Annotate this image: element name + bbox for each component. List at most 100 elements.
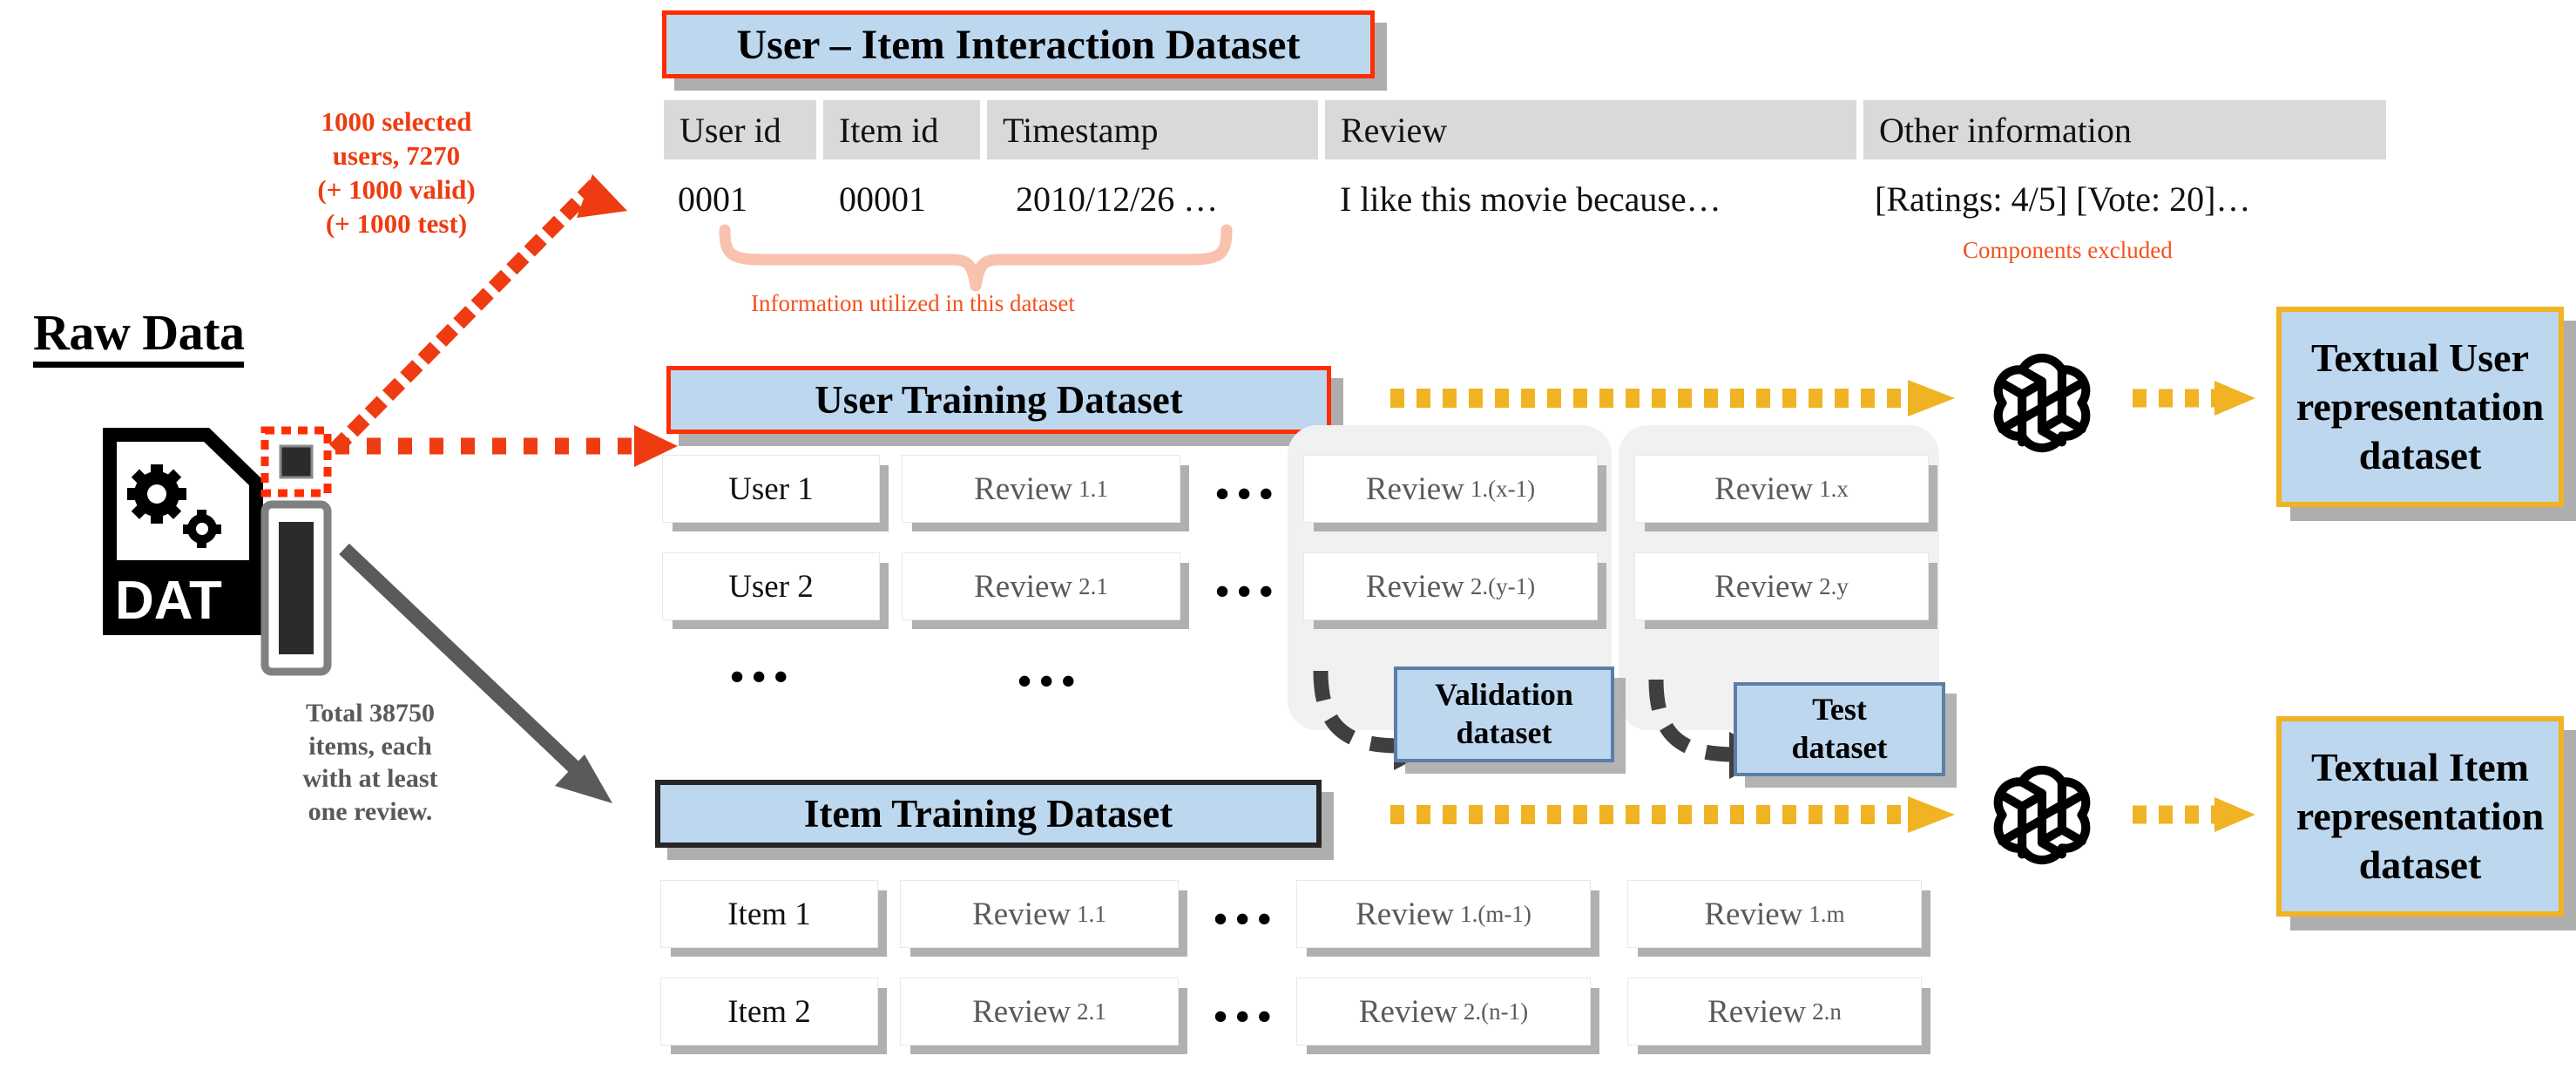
- review-index: 2.n: [1812, 998, 1842, 1025]
- review-label: Review: [1365, 470, 1464, 507]
- review-label: Review: [974, 568, 1073, 605]
- validation-line: dataset: [1456, 715, 1552, 750]
- data-bar-icon: [260, 500, 332, 680]
- output-line: representation: [2295, 793, 2545, 838]
- list-item: Review 2.(n-1): [1296, 978, 1591, 1046]
- list-item: Review 1.1: [900, 880, 1179, 948]
- review-label: Review: [1356, 896, 1455, 932]
- svg-text:DAT: DAT: [115, 571, 222, 631]
- output-line: Textual User: [2310, 335, 2529, 380]
- list-item: Review 1.1: [902, 455, 1180, 523]
- ellipsis: •••: [1215, 471, 1281, 516]
- annotation-line: (+ 1000 valid): [317, 174, 476, 206]
- textual-item-representation-box: Textual Item representation dataset: [2276, 716, 2564, 917]
- interaction-dataset-title-banner: User – Item Interaction Dataset: [662, 10, 1375, 78]
- annotation-line: Total 38750: [305, 699, 436, 727]
- review-index: 2.1: [1077, 998, 1106, 1025]
- test-line: Test: [1812, 692, 1867, 727]
- test-dataset-box: Test dataset: [1734, 682, 1945, 776]
- annotation-line: (+ 1000 test): [325, 208, 468, 240]
- annotation-line: 1000 selected: [321, 106, 472, 137]
- review-label: Review: [1707, 993, 1807, 1030]
- column-header-label: Other information: [1879, 110, 2132, 150]
- review-label: Review: [972, 896, 1072, 932]
- annotation-line: items, each: [308, 731, 432, 761]
- table-header-other-information: Other information: [1863, 100, 2386, 159]
- table-header-item-id: Item id: [823, 100, 980, 159]
- column-header-label: User id: [679, 110, 781, 150]
- ellipsis: •••: [1214, 897, 1280, 941]
- ellipsis: •••: [1215, 569, 1281, 613]
- list-item: Review 2.n: [1627, 978, 1922, 1046]
- review-index: 1.1: [1077, 900, 1106, 927]
- review-label: Review: [1714, 568, 1814, 605]
- cell-user-id: 0001: [678, 179, 747, 219]
- openai-logo-icon: [1978, 342, 2106, 475]
- validation-dataset-box: Validation dataset: [1394, 667, 1614, 762]
- user-training-dataset-title-banner: User Training Dataset: [666, 366, 1331, 434]
- red-dotted-arrows: [287, 131, 679, 484]
- review-index: 1.x: [1819, 475, 1849, 502]
- list-item: Item 2: [660, 978, 878, 1046]
- review-index: 1.(m-1): [1460, 900, 1531, 927]
- annotation-line: with at least: [302, 764, 438, 793]
- cell-review: I like this movie because…: [1340, 179, 1721, 219]
- gray-arrow: [335, 540, 623, 832]
- user-training-dataset-title: User Training Dataset: [815, 378, 1183, 422]
- list-item: User 1: [662, 455, 880, 523]
- column-header-label: Timestamp: [1003, 110, 1159, 150]
- annotation-line: one review.: [308, 796, 433, 826]
- cell-timestamp: 2010/12/26 …: [1016, 179, 1219, 219]
- list-item: Item 1: [660, 880, 878, 948]
- review-label: Review: [1704, 896, 1803, 932]
- review-index: 2.1: [1078, 572, 1108, 599]
- output-line: dataset: [2358, 433, 2482, 478]
- review-label: Review: [974, 470, 1073, 507]
- openai-logo-icon: [1978, 754, 2106, 887]
- output-line: dataset: [2358, 843, 2482, 888]
- interaction-dataset-title: User – Item Interaction Dataset: [736, 21, 1301, 68]
- review-index: 1.1: [1078, 475, 1108, 502]
- table-header-timestamp: Timestamp: [987, 100, 1318, 159]
- entity-label: User 2: [728, 568, 814, 605]
- ellipsis: •••: [1018, 659, 1084, 703]
- annotation-total-items: Total 38750 items, each with at least on…: [270, 697, 470, 828]
- list-item: Review 1.(x-1): [1303, 455, 1598, 523]
- review-label: Review: [1365, 568, 1464, 605]
- column-header-label: Item id: [839, 110, 939, 150]
- review-label: Review: [1714, 470, 1814, 507]
- item-output-arrow: [2129, 795, 2260, 839]
- ellipsis: •••: [730, 654, 796, 699]
- item-training-dataset-title: Item Training Dataset: [803, 792, 1173, 836]
- list-item: Review 1.(m-1): [1296, 880, 1591, 948]
- user-pipeline-arrow: [1387, 376, 1962, 424]
- review-index: 2.(y-1): [1470, 572, 1536, 599]
- textual-user-representation-box: Textual User representation dataset: [2276, 307, 2564, 507]
- review-label: Review: [972, 993, 1072, 1030]
- memory-chip-icon: [260, 426, 332, 501]
- table-header-review: Review: [1325, 100, 1856, 159]
- entity-label: Item 1: [727, 896, 811, 932]
- list-item: Review 2.1: [900, 978, 1179, 1046]
- table-header-user-id: User id: [664, 100, 816, 159]
- entity-label: Item 2: [727, 993, 811, 1030]
- user-output-arrow: [2129, 378, 2260, 423]
- review-index: 1.(x-1): [1470, 475, 1536, 502]
- cell-item-id: 00001: [839, 179, 926, 219]
- cell-other-information: [Ratings: 4/5] [Vote: 20]…: [1875, 179, 2251, 219]
- validation-line: Validation: [1435, 677, 1573, 713]
- ellipsis: •••: [1214, 994, 1280, 1039]
- annotation-brace-caption: Information utilized in this dataset: [751, 290, 1075, 316]
- review-index: 2.y: [1819, 572, 1849, 599]
- list-item: Review 2.1: [902, 552, 1180, 620]
- review-index: 1.m: [1809, 900, 1845, 927]
- list-item: User 2: [662, 552, 880, 620]
- list-item: Review 2.y: [1634, 552, 1929, 620]
- output-line: representation: [2295, 383, 2545, 429]
- list-item: Review 2.(y-1): [1303, 552, 1598, 620]
- item-training-dataset-title-banner: Item Training Dataset: [655, 780, 1322, 848]
- review-label: Review: [1358, 993, 1457, 1030]
- output-line: Textual Item: [2310, 744, 2529, 789]
- item-pipeline-arrow: [1387, 793, 1962, 841]
- page-title: Raw Data: [33, 306, 245, 368]
